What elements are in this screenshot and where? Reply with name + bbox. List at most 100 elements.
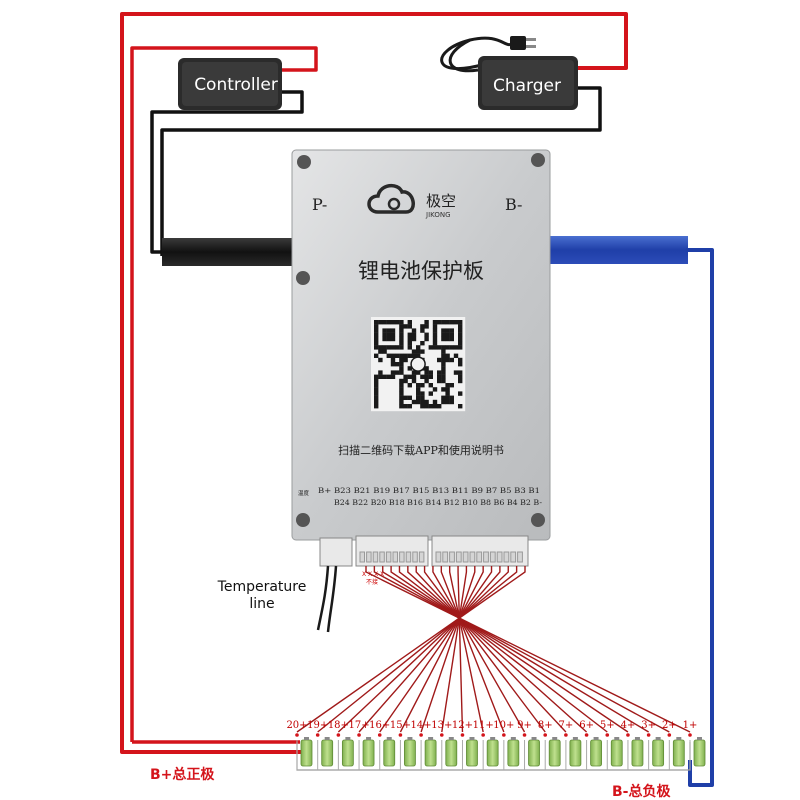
tap-point (398, 733, 403, 737)
balance-wire (432, 566, 526, 733)
temperature-wire (326, 565, 338, 633)
cell-labels: 20+19+18+17+16+15+14+13+12+11+10+9+8+7+6… (286, 720, 697, 731)
battery-cell (379, 737, 396, 770)
screw-icon (296, 271, 310, 285)
tap-point (295, 733, 299, 737)
battery-cell (441, 737, 458, 770)
balance-wire (457, 566, 464, 733)
balance-wire (373, 566, 670, 733)
pin-row-bottom: B24 B22 B20 B18 B16 B14 B12 B10 B8 B6 B4… (334, 499, 543, 507)
tap-point (522, 733, 527, 737)
battery-cell (524, 737, 540, 770)
controller-label: Controller (194, 75, 278, 95)
balance-wire (379, 566, 493, 733)
cell-label: 10+ (493, 720, 514, 731)
screw-icon (296, 513, 310, 527)
battery-cell (689, 737, 706, 770)
pin-row-top: B+ B23 B21 B19 B17 B15 B13 B11 B9 B7 B5 … (318, 487, 540, 495)
balance-wire (390, 566, 629, 733)
battery-cell (668, 737, 685, 770)
balance-wire (448, 566, 484, 733)
b-minus-wire (686, 248, 714, 787)
cell-label: 15+ (390, 720, 411, 731)
balance-wire (317, 566, 518, 733)
tap-point (584, 733, 589, 737)
battery-cell (317, 737, 334, 770)
cell-label: 17+ (348, 720, 369, 731)
controller-device: Controller (178, 58, 282, 110)
balance-wire (398, 566, 608, 733)
tap-point (626, 733, 630, 737)
balance-wire (423, 566, 546, 733)
temperature-line-label: Temperature (217, 579, 307, 595)
battery-cell (399, 737, 416, 770)
cell-label: 6+ (579, 720, 594, 731)
tap-point (667, 733, 672, 737)
cell-label: 16+ (369, 720, 390, 731)
battery-cell (337, 737, 354, 770)
charger-p-wire (160, 86, 602, 256)
battery-cell (358, 737, 375, 770)
balance-wires (295, 566, 692, 737)
cell-label: 13+ (431, 720, 452, 731)
battery-cell (627, 737, 644, 770)
balance-wire (382, 566, 649, 733)
tap-point (439, 733, 444, 737)
b-plus-wire (120, 12, 628, 754)
unused-pins-marks: X X X X (362, 571, 384, 578)
plug-icon (510, 36, 526, 50)
cloud-logo-icon (367, 183, 415, 214)
tap-point (502, 733, 506, 737)
cell-label: 1+ (683, 720, 698, 731)
qr-code-icon (371, 317, 466, 412)
cell-label: 19+ (307, 720, 328, 731)
cell-label: 20+ (286, 720, 307, 731)
tap-point (460, 733, 465, 737)
balance-wire (399, 566, 484, 733)
unused-pins-label: 不接 (366, 578, 378, 586)
controller-p-wire (150, 90, 304, 254)
temperature-line-label-2: line (249, 596, 274, 612)
tap-point (543, 733, 548, 737)
temp-connector (319, 537, 353, 567)
brand-name-en: JIKONG (425, 211, 451, 219)
balance-wire (407, 566, 588, 733)
screw-icon (297, 155, 311, 169)
battery-cell (461, 737, 478, 770)
battery-cell (648, 737, 665, 770)
cell-label: 7+ (559, 720, 574, 731)
battery-cell (296, 737, 313, 770)
cell-label: 12+ (452, 720, 473, 731)
b-minus-cable (548, 236, 688, 264)
cell-label: 8+ (538, 720, 553, 731)
temperature-wire (316, 565, 330, 631)
battery-cell (544, 737, 561, 770)
scan-instruction: 扫描二维码下载APP和使用说明书 (338, 443, 504, 457)
battery-cell (503, 737, 520, 770)
tap-point (336, 733, 341, 737)
balance-wire (420, 566, 476, 733)
cell-label: 18+ (328, 720, 349, 731)
tap-point (357, 733, 361, 737)
tap-point (419, 733, 423, 737)
cell-label: 4+ (621, 720, 636, 731)
terminal-p-label: P- (312, 195, 327, 214)
terminal-b-label: B- (505, 195, 522, 214)
screw-icon (531, 153, 545, 167)
battery-cell (482, 737, 499, 770)
tap-point (688, 733, 692, 737)
cell-label: 9+ (517, 720, 532, 731)
bms-board: P- B- 极空 JIKONG 锂电池保护板 扫描二维码下载APP和使用说明书 … (291, 149, 551, 567)
tap-point (481, 733, 485, 737)
board-title: 锂电池保护板 (358, 259, 484, 283)
brand-name: 极空 (426, 192, 456, 210)
b-plus-inner-wire (130, 46, 318, 742)
battery-cell (565, 737, 582, 770)
battery-cell (586, 737, 602, 770)
charger-device: Charger (440, 36, 578, 110)
balance-wire (358, 566, 501, 733)
cell-label: 3+ (641, 720, 656, 731)
cell-label: 5+ (600, 720, 615, 731)
